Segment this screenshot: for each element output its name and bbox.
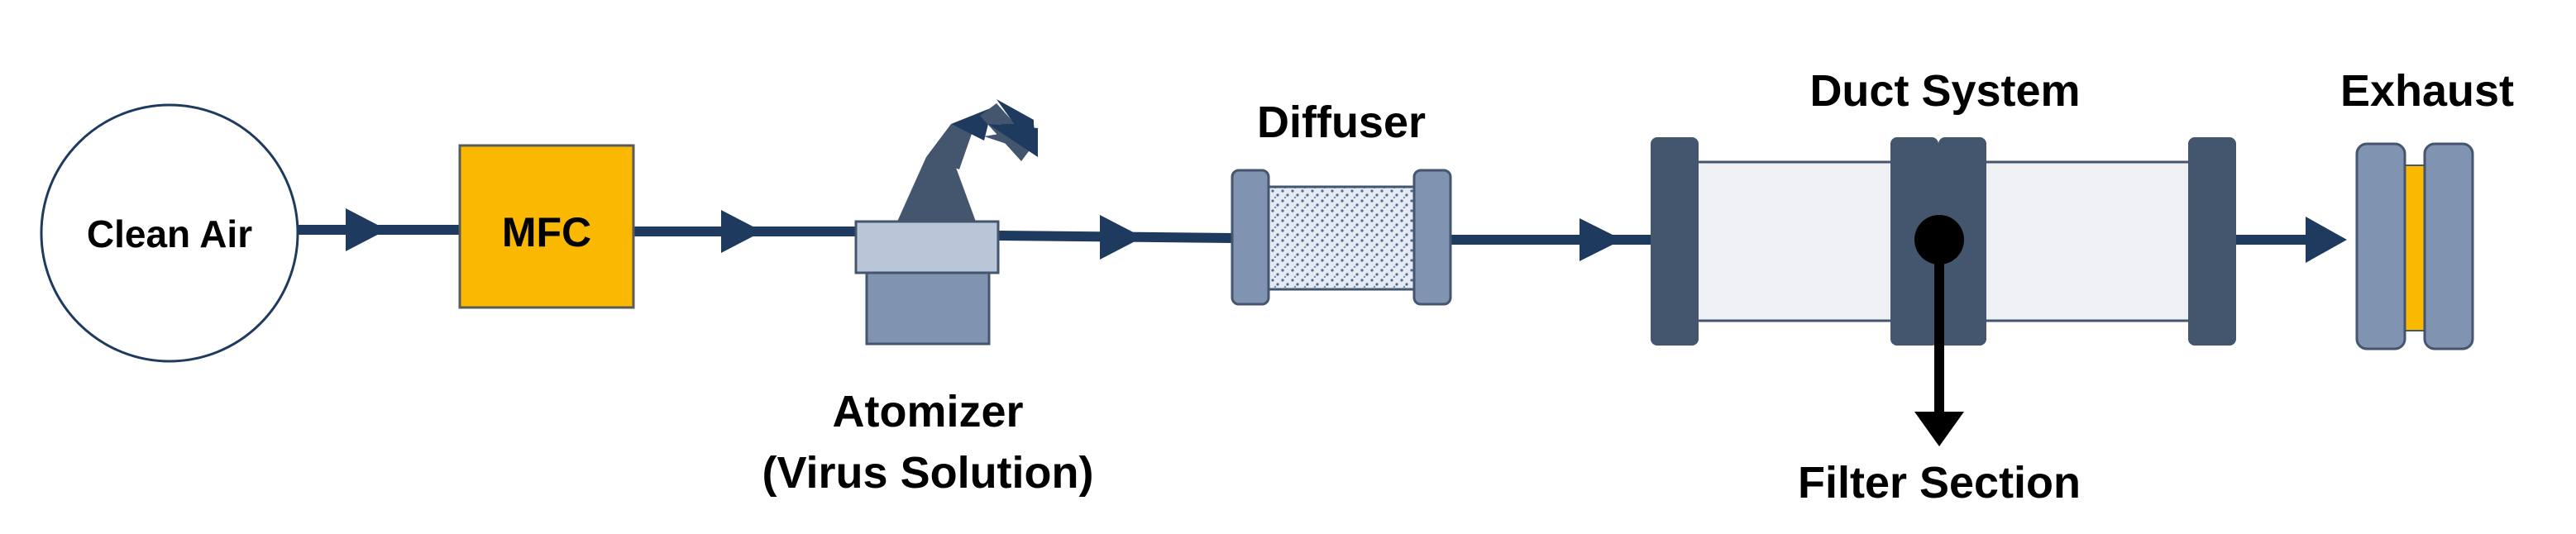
diffuser-right-cap (1412, 169, 1452, 306)
arrow-to-exhaust-icon (2306, 217, 2347, 263)
atomizer-label-line1: Atomizer (832, 387, 1023, 436)
exhaust: Exhaust (2340, 66, 2514, 350)
diffuser-label: Diffuser (1257, 98, 1426, 147)
filter-section-arrow-icon (1914, 412, 1964, 446)
duct-center-flange-left (1890, 137, 1938, 346)
atomizer-spray-arrow-1-icon (926, 124, 972, 169)
filter-sample-point-icon (1914, 215, 1964, 265)
exhaust-left-plate (2355, 142, 2406, 350)
atomizer-spray-plume (897, 157, 976, 222)
diffuser-left-cap (1231, 169, 1270, 306)
duct-right-flange (2188, 137, 2236, 346)
atomizer-label-line2: (Virus Solution) (762, 448, 1094, 498)
mfc-box: MFC (458, 144, 635, 309)
atomizer-spray-arrowhead-main-icon (988, 124, 1038, 157)
duct-system-label: Duct System (1809, 66, 2080, 116)
clean-air-source: Clean Air (40, 103, 299, 363)
atomizer-reservoir (865, 271, 991, 346)
filter-section-label: Filter Section (1798, 458, 2081, 508)
atomizer: Atomizer (Virus Solution) (762, 99, 1094, 498)
atomizer-nozzle (854, 220, 1000, 274)
clean-air-label: Clean Air (87, 212, 252, 255)
filter-section-indicator: Filter Section (1798, 215, 2081, 508)
arrow-to-duct-icon (1580, 218, 1623, 261)
diffuser: Diffuser (1231, 98, 1452, 306)
exhaust-right-plate (2423, 142, 2474, 350)
mfc-label: MFC (502, 209, 591, 255)
arrow-to-mfc-icon (346, 208, 387, 251)
exhaust-label: Exhaust (2340, 66, 2514, 116)
flow-arrowheads (346, 208, 2347, 263)
arrow-to-atomizer-icon (721, 210, 762, 253)
duct-left-flange (1651, 137, 1699, 346)
diffuser-media (1266, 185, 1417, 291)
arrow-to-diffuser-icon (1100, 215, 1143, 260)
